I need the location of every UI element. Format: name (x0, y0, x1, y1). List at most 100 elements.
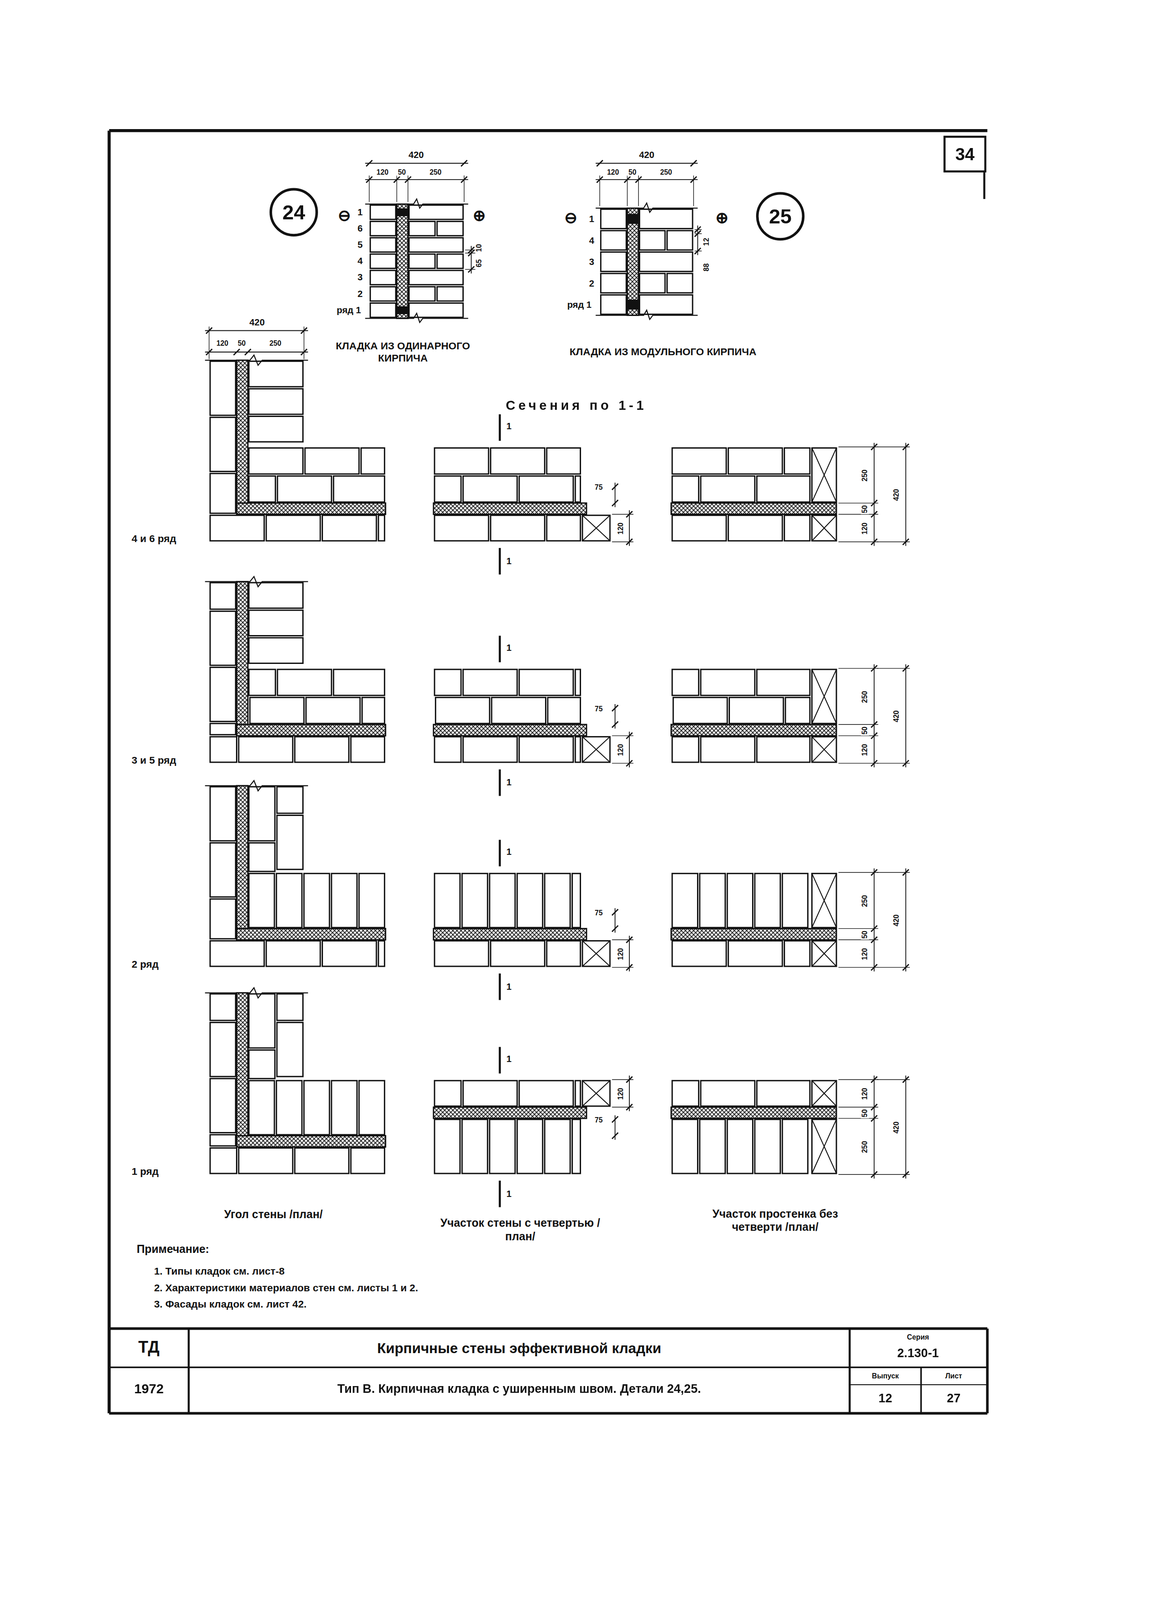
brick (409, 221, 436, 236)
brick (304, 872, 330, 928)
drawing-line (582, 515, 610, 541)
drawing-line (812, 872, 837, 928)
brick (582, 515, 610, 541)
brick (396, 208, 408, 216)
brick (378, 940, 385, 967)
drawing-line (612, 1078, 634, 1080)
brick (782, 1118, 809, 1173)
drawing-line (848, 1328, 851, 1414)
drawing-label: ⊖ (563, 208, 579, 227)
brick (249, 360, 304, 387)
brick (435, 697, 490, 724)
drawing-label: 50 (236, 339, 247, 348)
break-mark (204, 355, 308, 366)
brick (238, 736, 293, 762)
drawing-label: 50 (627, 168, 638, 177)
insulation (236, 360, 249, 504)
drawing-label: 1. Типы кладок см. лист-8 (152, 1265, 286, 1277)
brick (249, 637, 304, 664)
brick (546, 940, 581, 967)
drawing-line (812, 669, 837, 724)
drawing-label: 120 (617, 946, 626, 961)
brick (210, 736, 237, 762)
drawing-line (498, 635, 502, 663)
brick (639, 230, 666, 250)
brick (519, 475, 574, 503)
drawing-label: 120 (860, 946, 869, 961)
brick (575, 1080, 581, 1106)
drawing-line (596, 160, 604, 167)
drawing-line (838, 724, 878, 725)
brick (362, 697, 385, 724)
drawing-line (204, 330, 308, 332)
brick (249, 697, 305, 724)
brick (757, 669, 811, 696)
brick (672, 669, 699, 696)
brick (370, 221, 397, 236)
brick (305, 697, 361, 724)
drawing-line (873, 868, 875, 971)
drawing-line (582, 1080, 610, 1106)
node-label: 34 (955, 145, 975, 163)
drawing-label: 250 (659, 168, 674, 177)
brick (434, 475, 462, 503)
drawing-line (838, 734, 878, 736)
drawing-label: 1 (356, 207, 364, 218)
brick (461, 1118, 488, 1173)
drawing-line (877, 1173, 910, 1175)
brick (600, 208, 627, 229)
brick (360, 447, 385, 475)
insulation (236, 581, 249, 725)
brick (672, 447, 727, 475)
drawing-label: 120 (860, 742, 869, 757)
brick (544, 872, 571, 928)
drawing-line (364, 179, 468, 181)
brick (370, 270, 397, 285)
brick (575, 736, 581, 762)
drawing-line (812, 940, 837, 967)
brick (812, 872, 837, 928)
brick (437, 286, 464, 301)
brick (276, 1080, 303, 1135)
brick (210, 582, 236, 610)
drawing-label: 1 (505, 420, 513, 432)
drawing-line (812, 736, 837, 762)
brick (359, 1080, 385, 1135)
insulation (627, 207, 639, 315)
break-mark (595, 309, 698, 319)
brick (490, 447, 545, 475)
break-mark (595, 203, 698, 213)
drawing-line (812, 1118, 837, 1173)
drawing-label: 1 (505, 555, 513, 567)
brick (757, 475, 811, 503)
brick (359, 872, 385, 928)
drawing-line (628, 935, 630, 971)
drawing-line (877, 541, 910, 542)
brick (210, 473, 236, 513)
drawing-line (849, 1383, 988, 1385)
brick (277, 814, 304, 869)
drawing-label: Примечание: (135, 1242, 211, 1256)
brick (434, 872, 461, 928)
brick (700, 1080, 755, 1106)
brick (409, 204, 464, 220)
brick (490, 940, 545, 967)
brick (727, 1118, 753, 1173)
brick (489, 1118, 516, 1173)
drawing-label: 420 (892, 1119, 901, 1134)
brick (378, 515, 385, 541)
drawing-line (693, 175, 694, 207)
drawing-line (582, 736, 610, 762)
drawing-label: Выпуск (870, 1371, 900, 1381)
brick (210, 1147, 237, 1173)
drawing-line (838, 446, 878, 448)
brick (754, 872, 781, 928)
drawing-label: 50 (860, 725, 869, 735)
brick (700, 475, 755, 503)
brick (600, 251, 627, 272)
brick (277, 669, 332, 696)
brick (519, 669, 574, 696)
brick (350, 736, 385, 762)
brick (370, 253, 397, 269)
drawing-line (465, 252, 476, 254)
